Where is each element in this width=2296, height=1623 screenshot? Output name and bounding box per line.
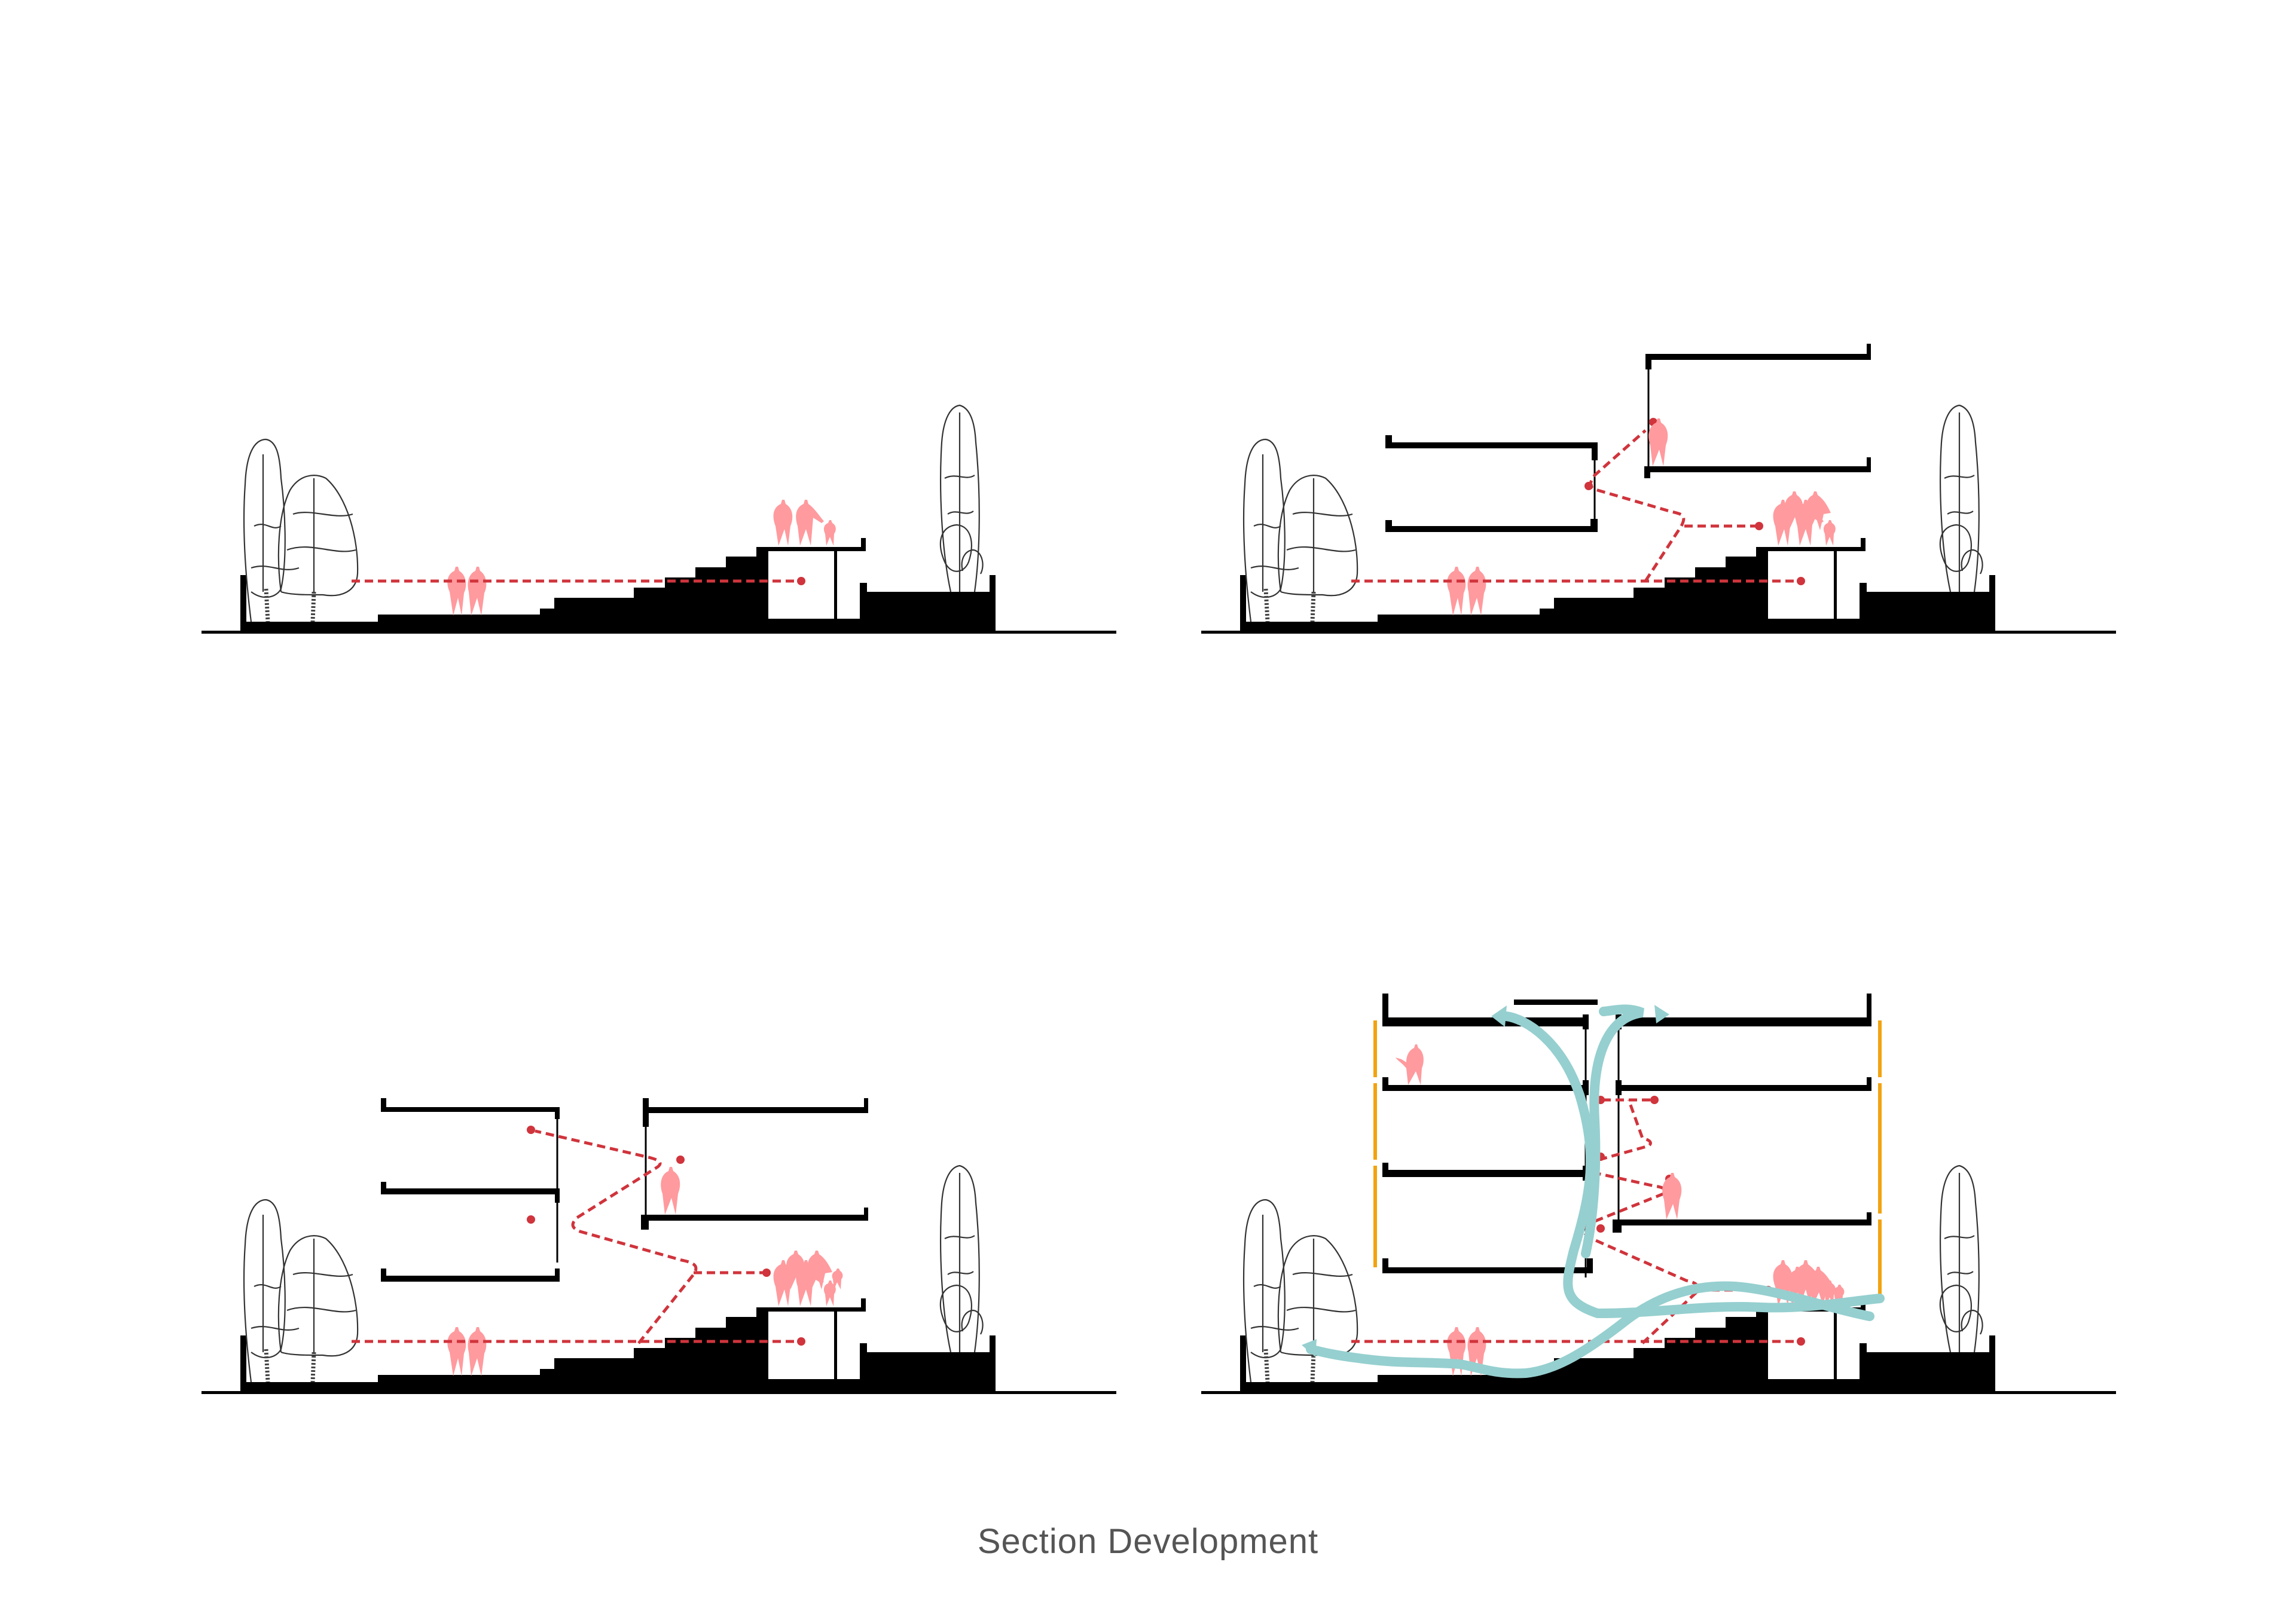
roof-cap (1514, 1000, 1598, 1005)
airflow-arrows (1302, 1004, 1885, 1379)
person-middle-floor (1662, 1173, 1682, 1219)
people-family-terrace (1785, 491, 1831, 530)
panel-4-section (1201, 994, 2116, 1394)
floor-left-stack (381, 1098, 560, 1282)
facade-screens (1373, 1020, 1882, 1301)
floor-left-1 (1385, 435, 1598, 532)
people-family-terrace (786, 1251, 843, 1289)
floor-right-stack (1613, 994, 1871, 1233)
panel-2-section (1201, 344, 2116, 634)
floor-left-stack (1382, 994, 1593, 1277)
floor-right-1 (1644, 344, 1871, 478)
floor-right-stack (641, 1098, 868, 1230)
panel-1-section (201, 405, 1116, 634)
person-upper-floor (1648, 418, 1668, 466)
diagram-caption: Section Development (977, 1522, 1319, 1561)
person-upper-floor (661, 1167, 680, 1215)
panel-3-section (201, 1098, 1116, 1394)
person-top-floor (1396, 1044, 1424, 1085)
